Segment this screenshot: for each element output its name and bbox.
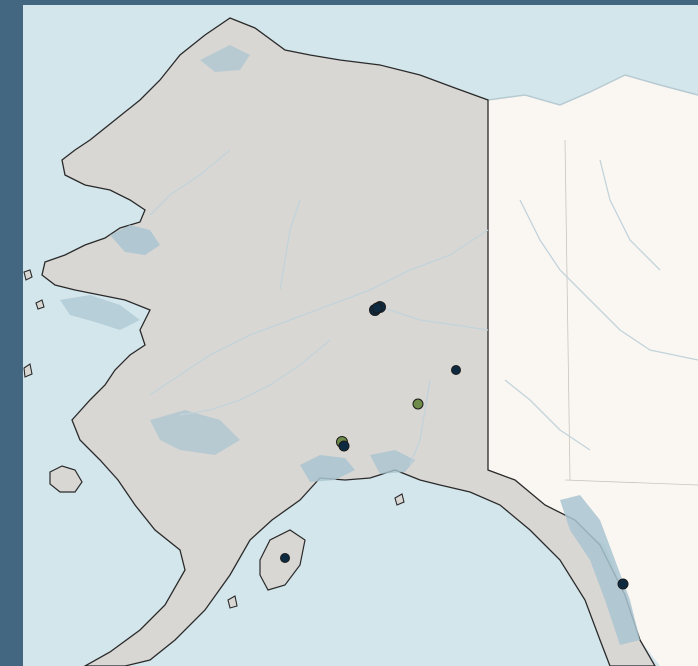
marker-southeast[interactable] <box>617 578 629 590</box>
small-island-2 <box>23 363 33 378</box>
map-svg[interactable] <box>23 5 698 666</box>
markers <box>280 301 629 590</box>
copper-river <box>409 379 431 466</box>
marker-east-interior[interactable] <box>451 365 461 375</box>
canada-river-1 <box>519 199 698 361</box>
canada-border-line <box>564 139 698 486</box>
bristol-bay-shallows <box>150 410 240 455</box>
koyukuk-river <box>279 199 301 291</box>
canada-river-2 <box>599 159 661 271</box>
kotzebue-sound <box>110 225 160 255</box>
canada-river-3 <box>504 379 591 451</box>
map-canvas[interactable] <box>23 5 698 666</box>
arctic-lagoon <box>200 45 250 72</box>
yukon-river <box>149 229 489 396</box>
small-island-1 <box>35 299 45 310</box>
small-island-5 <box>23 269 33 281</box>
marker-copper-basin[interactable] <box>412 398 424 410</box>
marker-kodiak[interactable] <box>280 553 290 563</box>
alaska-land <box>41 17 656 666</box>
prince-william-sound <box>370 450 415 474</box>
canada-land <box>488 75 698 666</box>
kuskokwim-river <box>179 339 331 416</box>
norton-sound-shallows <box>60 295 140 330</box>
cook-inlet <box>300 455 355 482</box>
marker-matsu-2[interactable] <box>338 440 350 452</box>
small-island-3 <box>394 493 405 506</box>
southeast-panhandle-waters <box>560 495 640 645</box>
small-island-4 <box>227 595 238 609</box>
marker-fairbanks-3[interactable] <box>371 302 383 314</box>
noatak-river <box>149 149 231 216</box>
canada-coast <box>487 74 698 106</box>
st-lawrence-island <box>49 465 83 493</box>
